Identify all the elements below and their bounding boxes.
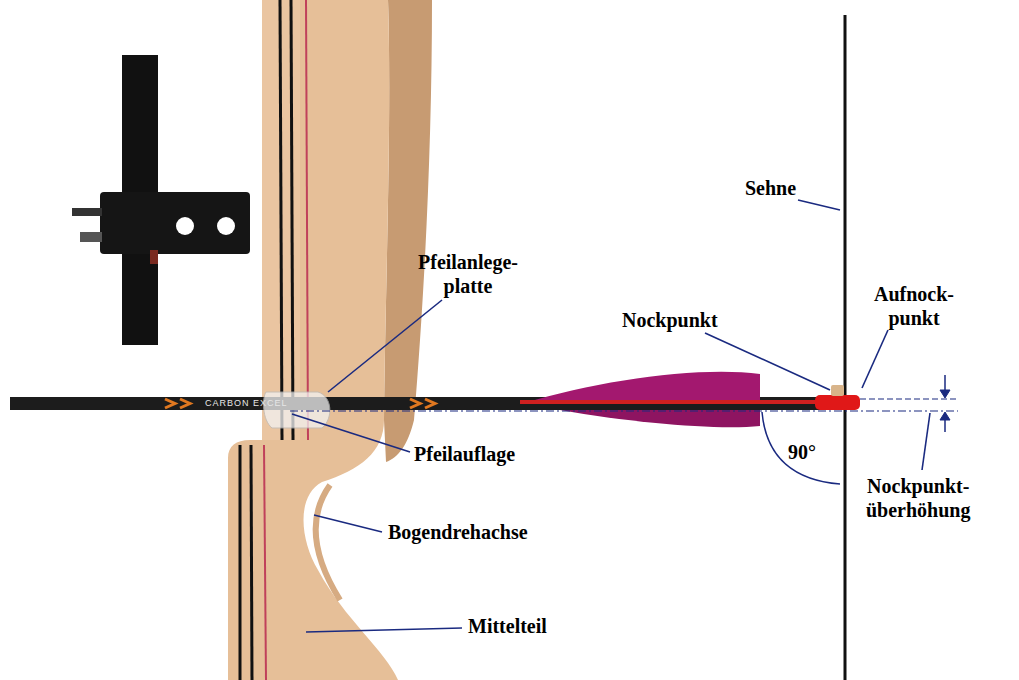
leader-lines [292,200,930,632]
riser [228,0,432,680]
angle-label: 90° [788,440,816,464]
shaft-print: CARBON EXCEL [205,398,288,409]
part-label: Aufnock- punkt [874,282,954,330]
part-label: Pfeilauflage [414,442,515,466]
dimension-lines [290,375,958,484]
bow-string [844,15,847,680]
string-label: Sehne [745,176,796,200]
dimension-label: Nockpunkt- überhöhung [866,474,970,522]
arrow [10,372,860,427]
part-label: Pfeilanlege- platte [418,250,518,298]
part-label: Bogendrehachse [388,520,528,544]
part-label: Nockpunkt [622,308,718,332]
part-label: Mittelteil [468,614,547,638]
bow-sight [72,55,250,345]
